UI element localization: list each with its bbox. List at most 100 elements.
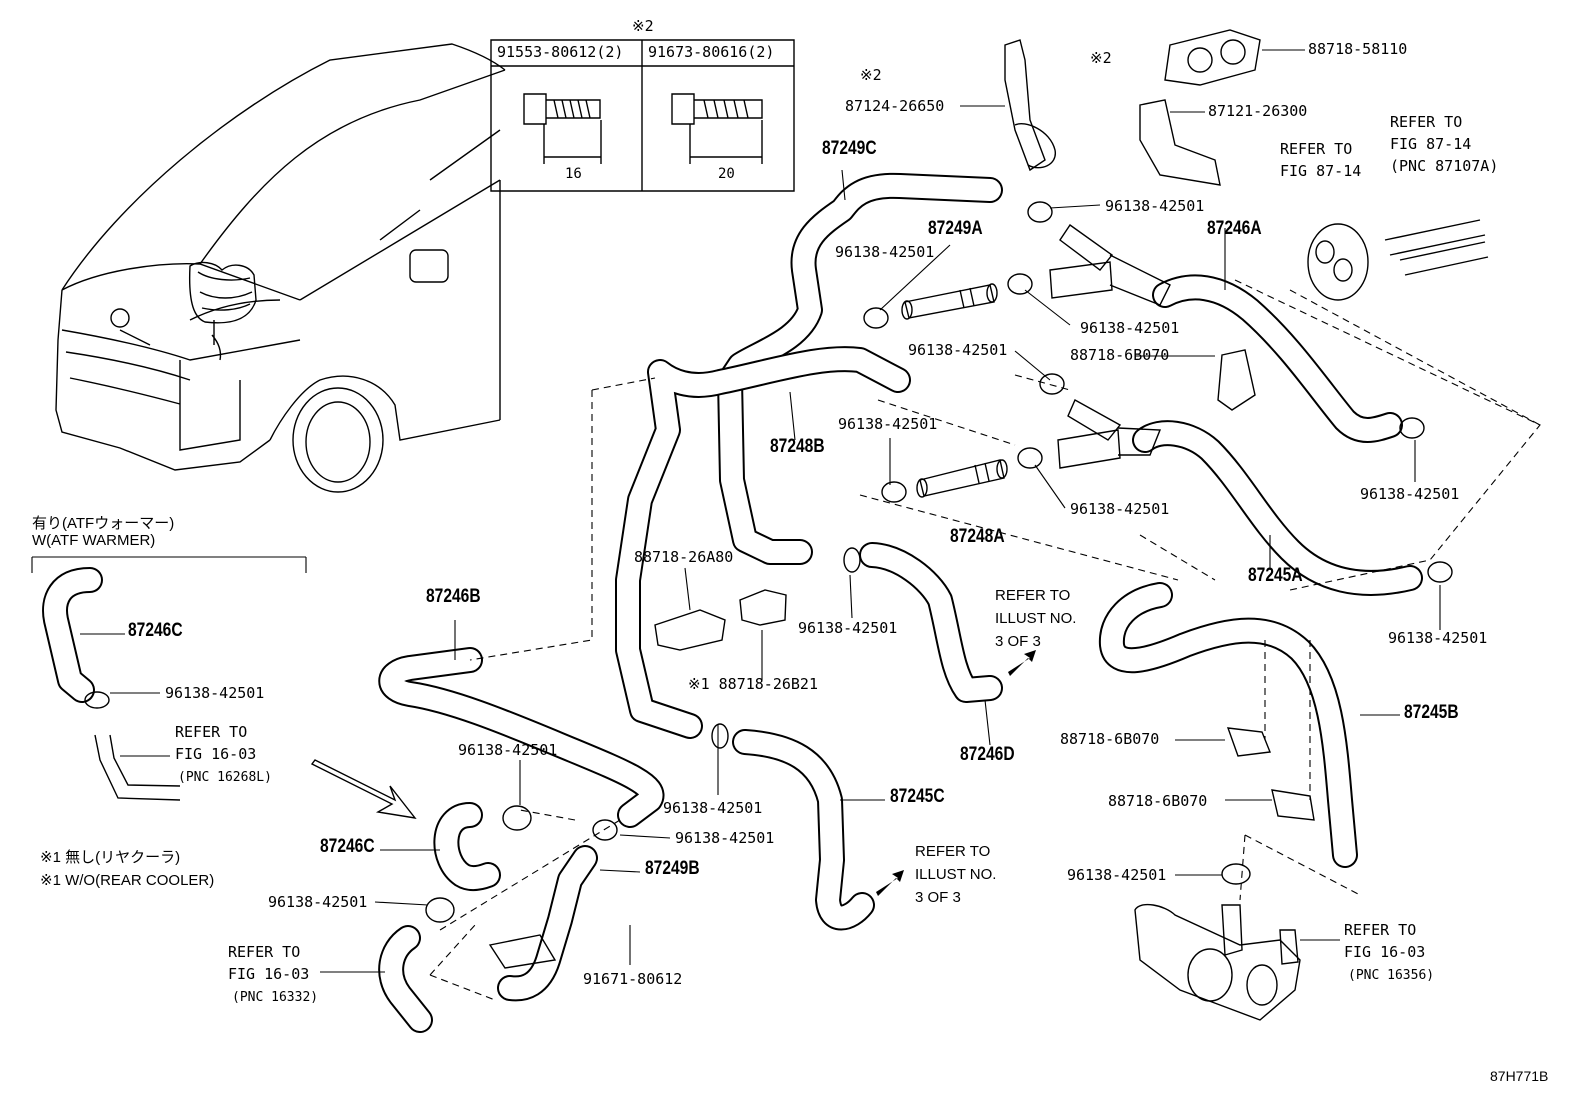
refer-16356-line2: FIG 16-03	[1344, 943, 1426, 961]
refer-16356-line3: (PNC 16356)	[1348, 968, 1435, 983]
part-87246B: 87246B	[426, 586, 481, 607]
callout-87121-26300: 87121-26300	[1208, 102, 1308, 120]
tee-lower	[1058, 400, 1160, 468]
callout-91671-80612: 91671-80612	[583, 970, 683, 988]
callout-88718-6B070-a: 88718-6B070	[1070, 346, 1170, 364]
hose-clamps	[85, 202, 1452, 922]
part-87245B: 87245B	[1404, 702, 1459, 723]
figure-code: 87H771B	[1490, 1068, 1549, 1084]
atf-warmer-jp: 有り(ATFウォーマー)	[32, 515, 175, 532]
pipes-87107A	[1385, 220, 1488, 275]
callout-clamp-10: 96138-42501	[165, 684, 265, 702]
arrows	[312, 650, 1036, 896]
pipe-87249A	[902, 284, 997, 319]
grommet-87-14	[1308, 224, 1368, 300]
callout-clamp-12: 96138-42501	[663, 799, 763, 817]
hose-87248B	[628, 359, 898, 726]
callout-88718-26A80: 88718-26A80	[634, 548, 734, 566]
hose-87246B	[391, 660, 651, 815]
tee-upper	[1050, 225, 1170, 305]
hose-87246A	[1165, 287, 1390, 430]
hose-87245C	[745, 742, 862, 918]
vehicle-illustration	[56, 44, 505, 492]
bolt-table-col2: 91673-80616(2)	[648, 43, 775, 61]
refer-illust-a-line2: ILLUST NO.	[995, 610, 1077, 627]
clips-88718-26A80-26B21	[655, 590, 786, 650]
part-87249A: 87249A	[928, 218, 983, 239]
refer-16332-line3: (PNC 16332)	[232, 990, 319, 1005]
refer-illust-b-line1: REFER TO	[915, 843, 991, 860]
part-87246A: 87246A	[1207, 218, 1262, 239]
refer-16332-line1: REFER TO	[228, 943, 301, 961]
bolt-table-dim2: 20	[718, 166, 735, 182]
refer-16268L-line3: (PNC 16268L)	[178, 770, 272, 785]
callout-clamp-9: 96138-42501	[1388, 629, 1488, 647]
leader-lines	[80, 50, 1440, 972]
dashed-guides	[430, 280, 1540, 1000]
callout-clamp-13: 96138-42501	[675, 829, 775, 847]
bracket-87121-26300	[1140, 100, 1220, 185]
callout-clamp-6: 96138-42501	[1360, 485, 1460, 503]
part-87246D: 87246D	[960, 744, 1015, 765]
hose-87246D	[872, 555, 990, 690]
hose-87249B	[510, 858, 585, 988]
refer-87-14b-line3: (PNC 87107A)	[1390, 157, 1499, 175]
callout-clamp-15: 96138-42501	[268, 893, 368, 911]
part-87246C-warmer: 87246C	[128, 620, 183, 641]
refer-16268L-line2: FIG 16-03	[175, 745, 257, 763]
hose-87249C	[730, 186, 990, 552]
refer-87-14a-line1: REFER TO	[1280, 140, 1353, 158]
bolt-table-col1: 91553-80612(2)	[497, 43, 624, 61]
bolt-table-dim1: 16	[565, 166, 582, 182]
note2-mark-b: ※2	[1090, 49, 1112, 67]
clamps-88718-6B070	[1218, 350, 1314, 820]
hose-87245A	[1145, 433, 1410, 583]
part-87249B: 87249B	[645, 858, 700, 879]
bracket-87124-26650	[1005, 40, 1055, 170]
refer-illust-a-line1: REFER TO	[995, 587, 1071, 604]
part-87245C: 87245C	[890, 786, 945, 807]
refer-16268L-line1: REFER TO	[175, 723, 248, 741]
refer-87-14a-line2: FIG 87-14	[1280, 162, 1362, 180]
part-87249C: 87249C	[822, 138, 877, 159]
hose-87246C-warmer	[55, 580, 90, 690]
refer-illust-a-line3: 3 OF 3	[995, 633, 1041, 650]
callout-clamp-8: 96138-42501	[798, 619, 898, 637]
part-87246C: 87246C	[320, 836, 375, 857]
bolt-table	[491, 40, 794, 191]
hose-lower-left	[391, 938, 420, 1020]
callout-88718-26B21: ※1 88718-26B21	[688, 675, 818, 693]
refer-illust-b-line2: ILLUST NO.	[915, 866, 997, 883]
callout-clamp-5: 96138-42501	[838, 415, 938, 433]
callout-clamp-1: 96138-42501	[1105, 197, 1205, 215]
callout-clamp-11: 96138-42501	[458, 741, 558, 759]
refer-16356-line1: REFER TO	[1344, 921, 1417, 939]
callout-clamp-3: 96138-42501	[1080, 319, 1180, 337]
callout-clamp-4: 96138-42501	[908, 341, 1008, 359]
clamp-88718-58110	[1165, 30, 1260, 85]
note2-mark-a: ※2	[860, 66, 882, 84]
bolt-table-note-mark: ※2	[632, 17, 654, 35]
callout-87124-26650: 87124-26650	[845, 97, 945, 115]
part-87248A: 87248A	[950, 526, 1005, 547]
atf-warmer-frame	[32, 557, 306, 573]
refer-illust-b-line3: 3 OF 3	[915, 889, 961, 906]
callout-clamp-14: 96138-42501	[1067, 866, 1167, 884]
hose-87245B	[1112, 595, 1345, 855]
hose-87246C	[446, 815, 488, 878]
part-87248B: 87248B	[770, 436, 825, 457]
footnote-en: ※1 W/O(REAR COOLER)	[40, 872, 215, 889]
atf-warmer-en: W(ATF WARMER)	[32, 532, 156, 549]
refer-87-14b-line1: REFER TO	[1390, 113, 1463, 131]
refer-87-14b-line2: FIG 87-14	[1390, 135, 1472, 153]
water-outlet-16356	[1135, 905, 1300, 1020]
pipe-16268L	[95, 735, 180, 800]
callout-88718-6B070-b: 88718-6B070	[1060, 730, 1160, 748]
pipe-87248A	[917, 460, 1007, 497]
part-87245A: 87245A	[1248, 565, 1303, 586]
callout-88718-58110: 88718-58110	[1308, 40, 1408, 58]
refer-16332-line2: FIG 16-03	[228, 965, 310, 983]
footnote-jp: ※1 無し(リヤクーラ)	[40, 849, 181, 866]
